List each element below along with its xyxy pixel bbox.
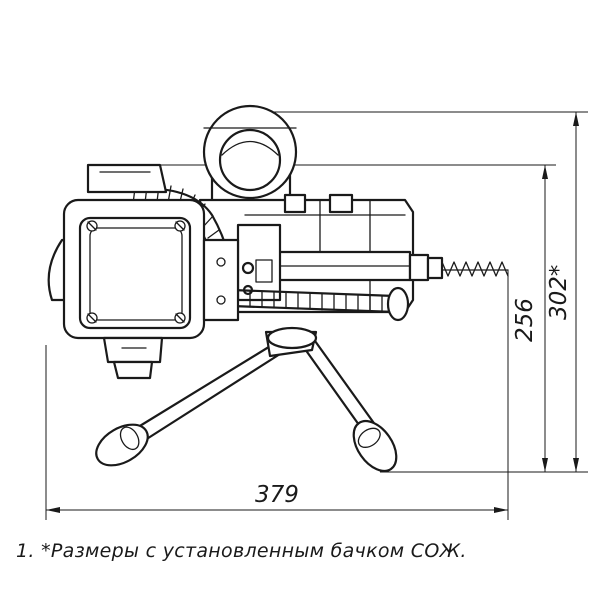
right-handle (352, 419, 398, 473)
footnote-text: *Размеры с установленным бачком СОЖ. (41, 540, 467, 562)
left-handle (95, 423, 149, 467)
dimension-total-height-label: 302* (546, 265, 572, 320)
footnote-number: 1. (16, 540, 35, 562)
coolant-tank (202, 104, 298, 212)
tripod-stand (95, 326, 398, 473)
mounting-bracket (202, 238, 240, 322)
dimension-width-label: 379 (255, 482, 299, 508)
motor-housing (47, 163, 206, 380)
footnote: 1. *Размеры с установленным бачком СОЖ. (16, 540, 596, 562)
dimension-body-height-label: 256 (512, 298, 538, 342)
housing-screws (86, 220, 186, 324)
